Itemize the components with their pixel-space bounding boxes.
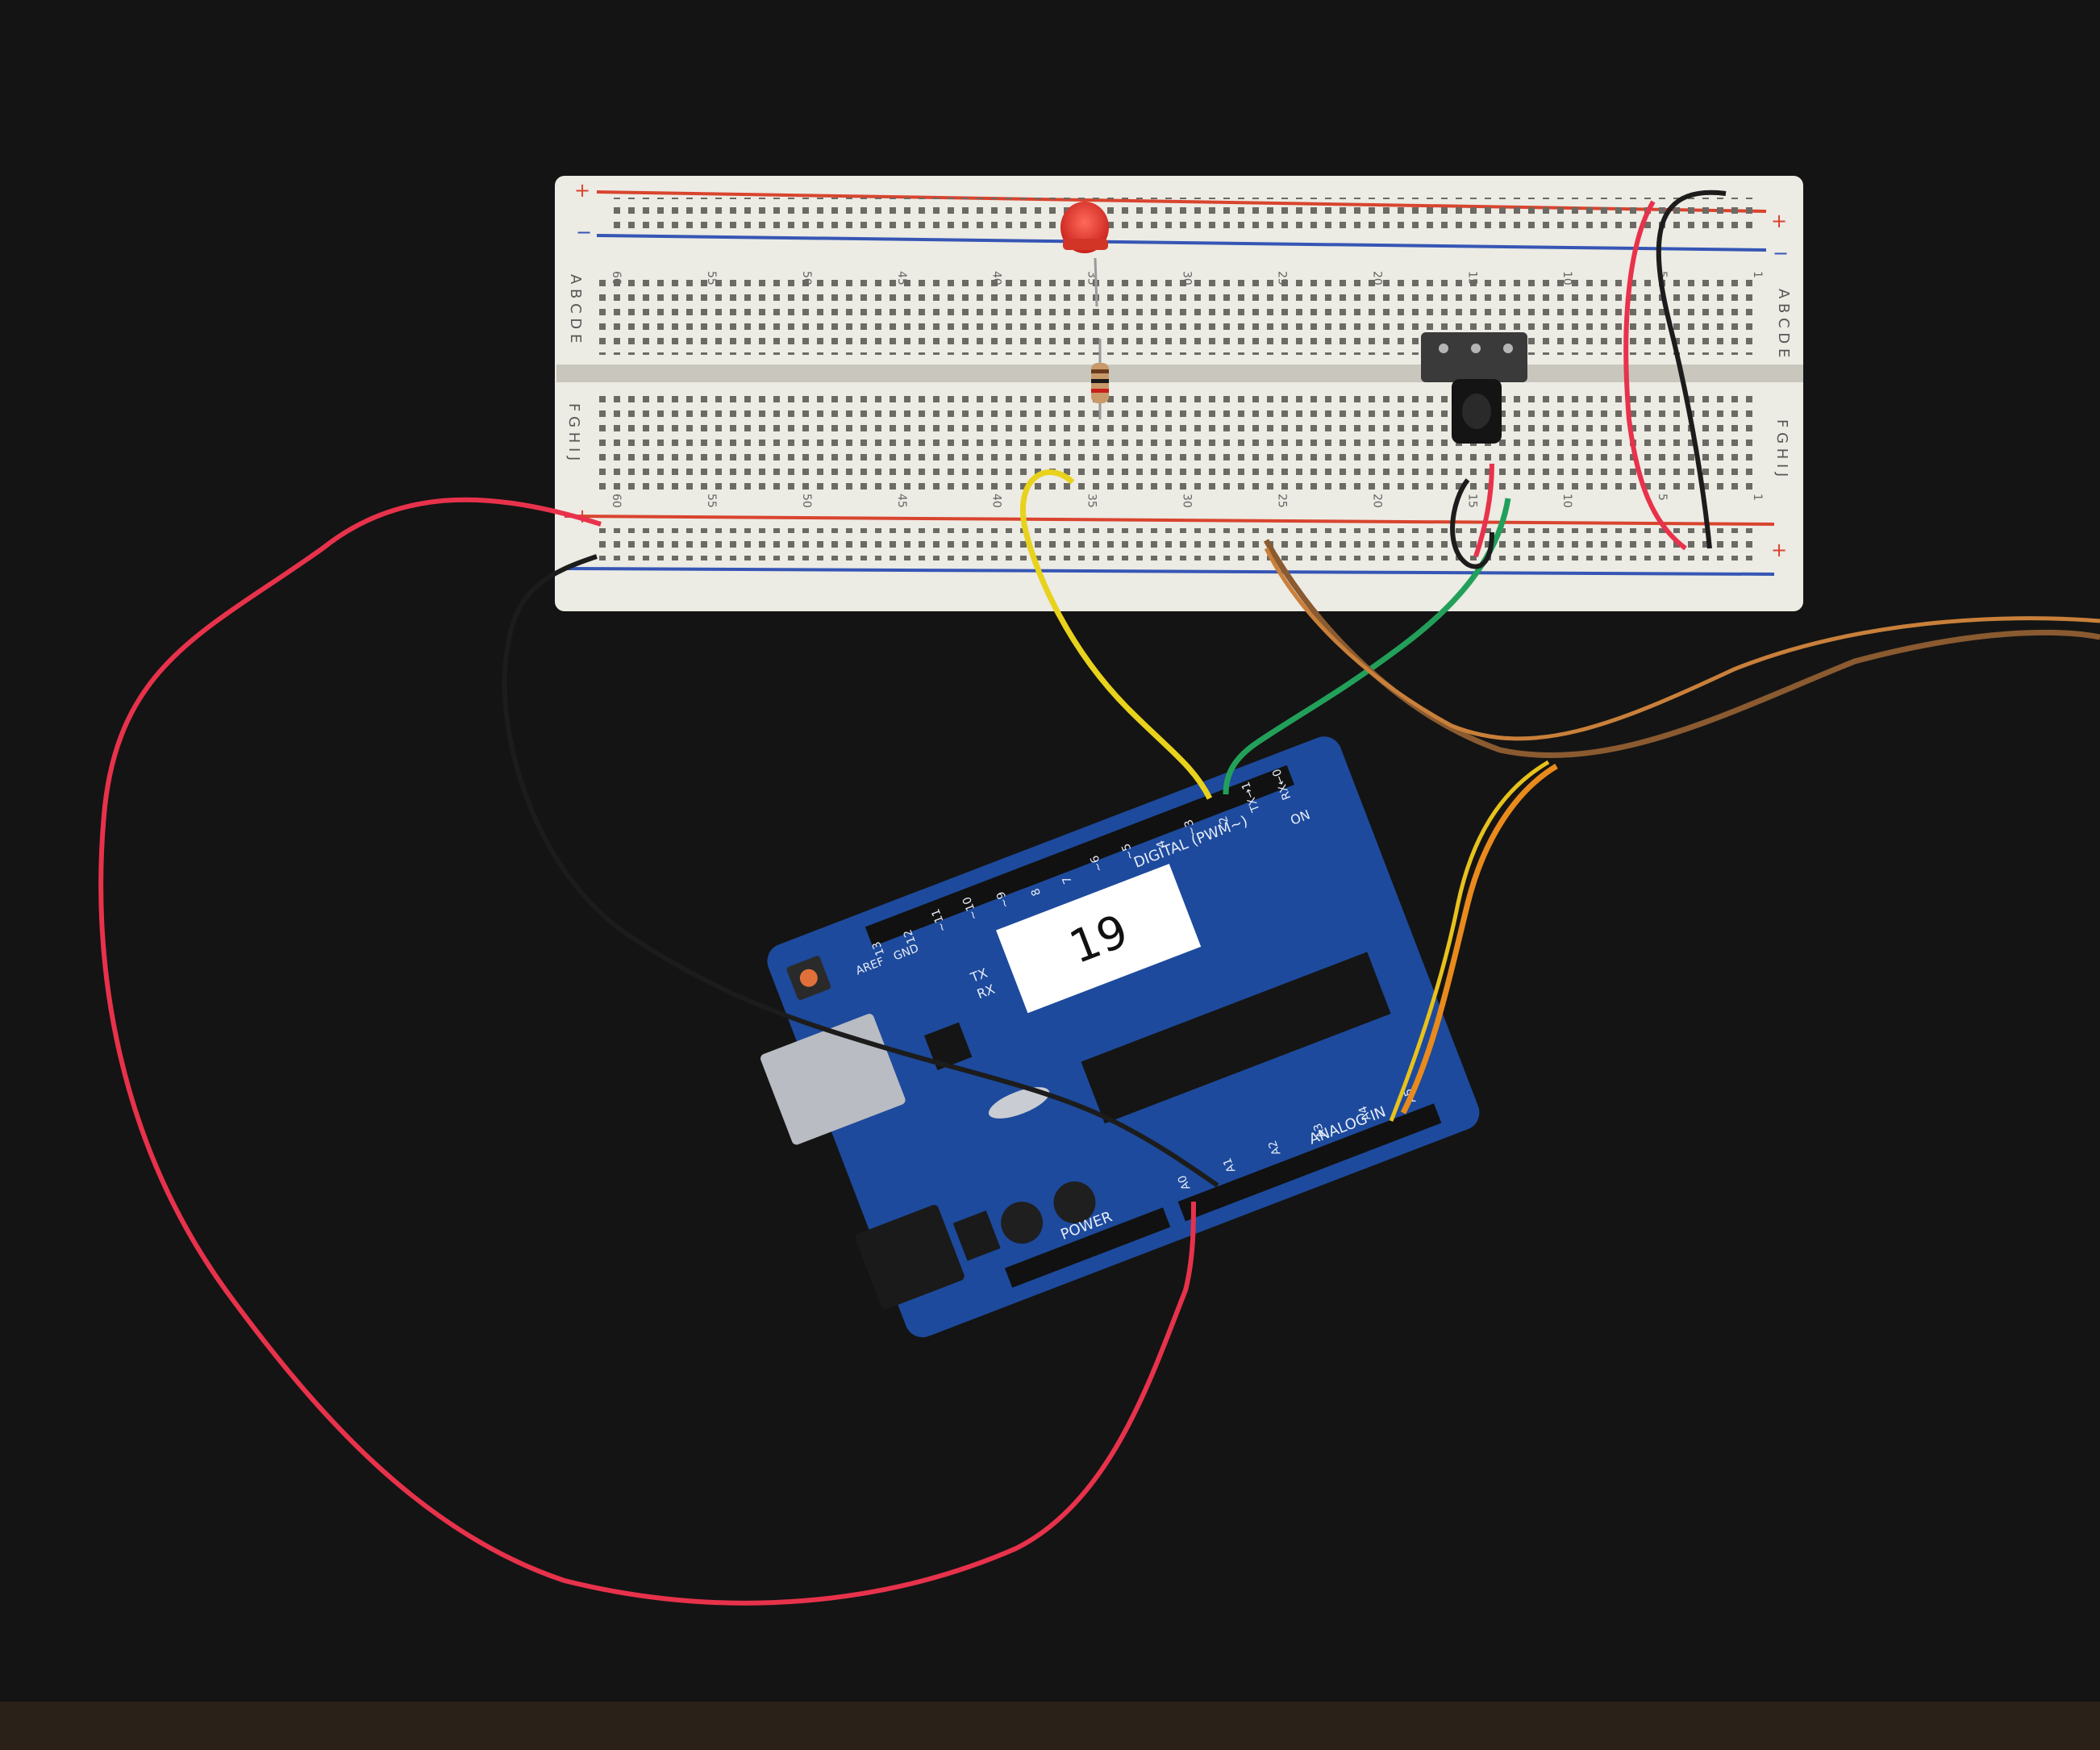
bottom-rail-blue-line [564, 567, 1775, 576]
digital-pins-label: ~5 [1119, 841, 1137, 861]
rail-plus-top-left: + [574, 179, 590, 202]
arduino-pcb [767, 736, 1480, 1338]
black-wire-ir [1450, 478, 1494, 569]
colnums-top-label: 15 [1465, 271, 1478, 285]
top-rail-holes [613, 198, 1758, 230]
colnums-bottom-label: 20 [1370, 494, 1383, 508]
arduino-uno-board: 19 DIGITAL (PWM~) ANALOG IN POWER ON TX … [760, 736, 1480, 1338]
colnums-bottom-label: 1 [1751, 494, 1764, 501]
orange-servo-wire [1400, 763, 1558, 1115]
digital-pins-label: 12 [902, 927, 919, 945]
colnums-top-label: 40 [990, 271, 1003, 285]
red-led [1060, 202, 1109, 307]
colnums-top-label: 10 [1560, 271, 1573, 285]
resistor-band-1 [1091, 369, 1109, 373]
led-rim [1063, 239, 1108, 250]
ir-receiver-module [1421, 332, 1527, 444]
bottom-rail-red-line [564, 515, 1775, 526]
resistor [1091, 339, 1109, 419]
usb-b-port [760, 1014, 906, 1145]
usb-chip [923, 1022, 973, 1071]
center-channel [556, 365, 1803, 382]
colnums-top-label: 1 [1751, 271, 1764, 278]
analog-pins-label: A1 [1221, 1156, 1239, 1174]
colnums-top-label: 20 [1370, 271, 1383, 285]
red-wire-loop [98, 497, 1196, 1606]
analog-header [1177, 1103, 1442, 1222]
colnums-bottom-label: 15 [1465, 494, 1478, 508]
ir-module-pin-3 [1503, 344, 1513, 353]
digital-pins-label: ~3 [1182, 818, 1200, 838]
ir-module-board [1421, 332, 1527, 382]
crystal [988, 1087, 1050, 1119]
analog-pins-label: A0 [1176, 1173, 1194, 1192]
colnums-top-label: 55 [705, 271, 718, 285]
colnums-bottom-label: 45 [895, 494, 908, 508]
colnums-bottom-label: 50 [800, 494, 813, 508]
led-lead [1094, 257, 1098, 307]
rail-minus-top-left: − [576, 221, 592, 244]
digital-header [865, 765, 1294, 947]
colnums-bottom-label: 5 [1656, 494, 1669, 501]
rail-plus-top-right: + [1771, 210, 1787, 232]
digital-pins-label: ~6 [1088, 853, 1106, 873]
analog-pins-label: A4 [1356, 1104, 1374, 1123]
resistor-band-3 [1091, 389, 1109, 393]
colnums-bottom-label: 40 [990, 494, 1003, 508]
colnums-bottom-label: 25 [1275, 494, 1288, 508]
number-sticker [996, 864, 1202, 1014]
breadboard: + − + − + + A B C D E A B C D E F G H I … [555, 176, 1803, 611]
row-letters-top: A B C D E [567, 274, 584, 343]
ir-receiver-lens [1462, 394, 1491, 429]
red-jumper-right [1623, 200, 1687, 551]
row-letters-top-right: A B C D E [1775, 289, 1792, 357]
yellow-servo-wire [1389, 760, 1550, 1122]
digital-pins-label: 13 [870, 940, 887, 957]
voltage-regulator [952, 1210, 1001, 1261]
black-jumper-right [1656, 190, 1727, 549]
colnums-bottom-label: 55 [705, 494, 718, 508]
colnums-top-label: 30 [1181, 271, 1194, 285]
black-wire-long [502, 554, 1219, 1188]
colnums-bottom-label: 30 [1181, 494, 1194, 508]
yellow-wire [1020, 469, 1213, 800]
row-letters-bottom-right: F G H I J [1773, 419, 1790, 477]
column-numbers-bottom: 60 55 50 45 40 35 30 25 20 15 10 5 1 [610, 494, 1764, 508]
reset-button-cap [799, 969, 818, 987]
row-letters-bottom: F G H I J [565, 403, 582, 460]
brown-wire [1263, 539, 2100, 758]
colnums-top-label: 25 [1275, 271, 1288, 285]
ir-module-pin-1 [1439, 344, 1448, 353]
ir-module-pin-2 [1471, 344, 1481, 353]
colnums-top-label: 60 [610, 271, 623, 285]
table-edge-highlight [0, 1702, 2100, 1750]
colnums-top-label: 50 [800, 271, 813, 285]
analog-pins-label: A2 [1266, 1139, 1284, 1157]
capacitor-2 [1053, 1181, 1096, 1224]
colnums-top-label: 45 [895, 271, 908, 285]
resistor-band-2 [1091, 379, 1109, 383]
bottom-rail-holes [597, 528, 1758, 560]
capacitor-1 [1001, 1202, 1044, 1244]
top-terminal-holes [597, 274, 1758, 355]
analog-pins-label: A3 [1311, 1121, 1329, 1140]
rail-plus-bottom-right: + [1771, 539, 1787, 561]
digital-pins-label: ~9 [994, 890, 1012, 910]
dc-jack [855, 1205, 965, 1310]
top-rail-blue-line [596, 234, 1767, 252]
colnums-bottom-label: 35 [1085, 494, 1098, 508]
colnums-bottom-label: 60 [610, 494, 623, 508]
red-servo-wire [1264, 547, 2100, 741]
atmega-chip [1081, 952, 1391, 1124]
bottom-terminal-holes [597, 395, 1758, 492]
power-header [1004, 1207, 1171, 1288]
red-wire-ir [1473, 463, 1494, 557]
colnums-bottom-label: 10 [1560, 494, 1573, 508]
rail-minus-top-right: − [1773, 242, 1789, 265]
